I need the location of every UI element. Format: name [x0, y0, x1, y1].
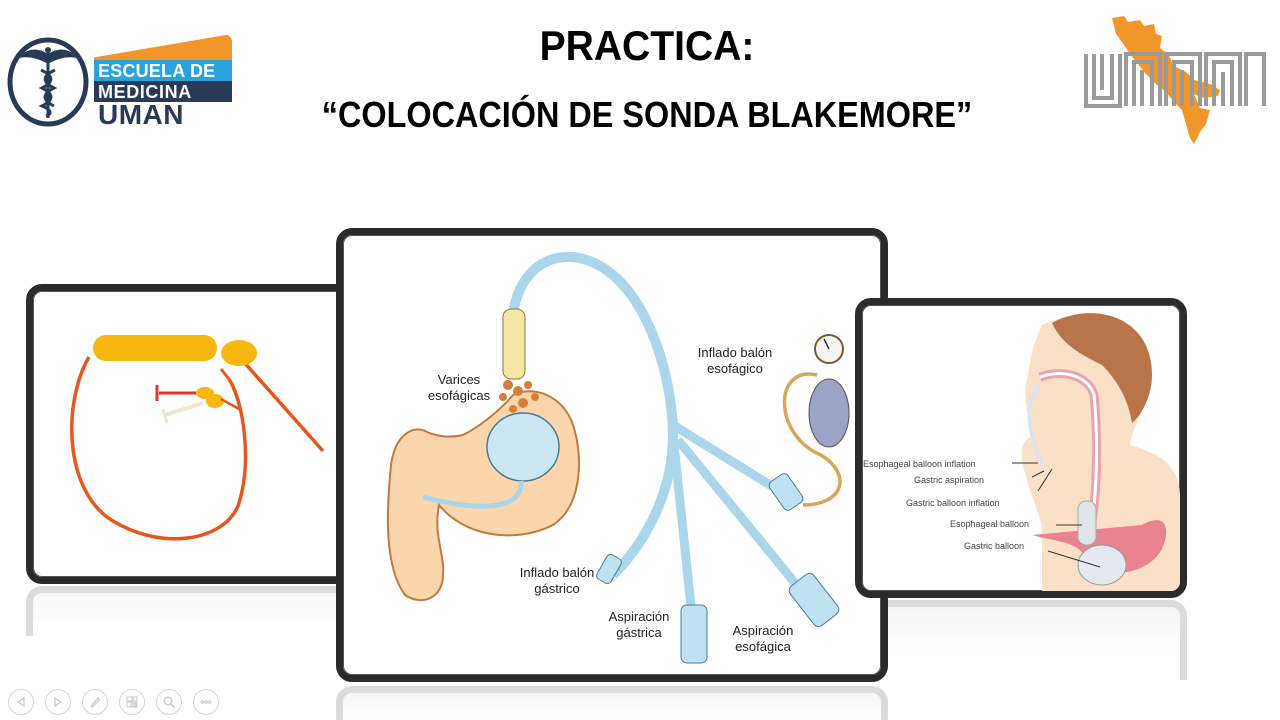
see-all-slides-button[interactable]	[119, 689, 145, 715]
escuela-medicina-uman-logo: ESCUELA DE MEDICINA UMAN	[6, 34, 232, 130]
label-varices-esofagicas: Varices esofágicas	[427, 372, 491, 403]
label-aspiracion-esofagica: Aspiración esofágica	[732, 623, 794, 654]
label-gastric-aspiration: Gastric aspiration	[914, 475, 985, 485]
ellipsis-icon	[200, 700, 212, 704]
blakemore-tube-photo	[26, 284, 358, 584]
pen-icon	[90, 697, 101, 708]
logo-navy-band	[94, 81, 232, 102]
label-inflado-balon-gastrico: Inflado balón gástrico	[519, 565, 595, 596]
slides-grid-icon	[126, 696, 138, 708]
next-slide-button[interactable]	[45, 689, 71, 715]
americas-map-icon	[1084, 16, 1266, 144]
stomach-tube-diagram	[386, 251, 850, 664]
right-image-reflection	[855, 600, 1187, 680]
slide-title: PRACTICA:	[539, 22, 755, 69]
triangle-right-icon	[54, 696, 63, 708]
previous-slide-button[interactable]	[8, 689, 34, 715]
label-esophageal-balloon-inflation: Esophageal balloon inflation	[863, 459, 976, 469]
logo-blue-band	[94, 60, 232, 81]
label-gastric-balloon-inflation: Gastric balloon inflation	[906, 498, 1000, 508]
logo-text-medicina: MEDICINA	[98, 82, 192, 102]
magnifier-icon	[163, 696, 176, 709]
logo-text-uman: UMAN	[98, 99, 184, 130]
caduceus-icon	[7, 37, 89, 127]
label-gastric-balloon: Gastric balloon	[964, 541, 1025, 551]
triangle-left-icon	[16, 696, 25, 708]
more-options-button[interactable]	[193, 689, 219, 715]
label-esophageal-balloon: Esophageal balloon	[950, 519, 1030, 529]
pen-tool-button[interactable]	[82, 689, 108, 715]
logo-text-escuela: ESCUELA DE	[98, 61, 216, 81]
patient-tube-illustration: Esophageal balloon inflation Gastric asp…	[855, 298, 1187, 598]
blakemore-diagram: Varices esofágicas Inflado balón esofági…	[336, 228, 888, 682]
center-image-reflection	[336, 686, 888, 720]
zoom-slide-button[interactable]	[156, 689, 182, 715]
patient-anatomy-illustration	[1012, 313, 1180, 591]
label-inflado-balon-esofagico: Inflado balón esofágico	[697, 345, 773, 376]
label-aspiracion-gastrica: Aspiración gástrica	[608, 609, 670, 640]
slide-subtitle: “COLOCACIÓN DE SONDA BLAKEMORE”	[321, 94, 973, 135]
left-image-reflection	[26, 586, 358, 636]
slideshow-controls	[8, 689, 219, 715]
tube-photo-illustration	[70, 335, 325, 541]
uman-university-logo	[1082, 14, 1267, 148]
